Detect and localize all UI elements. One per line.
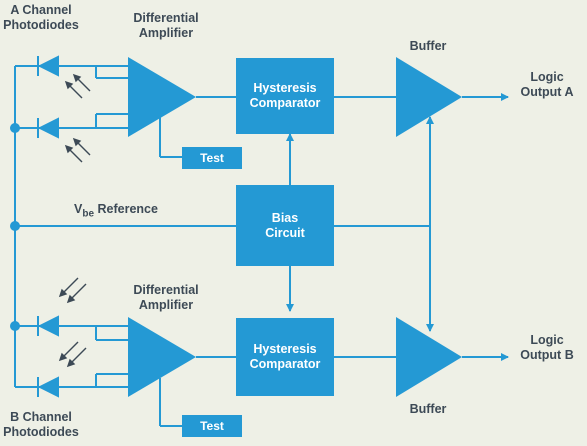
- photodiode-a1: [37, 55, 59, 77]
- buffer-top-triangle: [396, 57, 462, 137]
- hyst-bottom-line1: Hysteresis: [253, 342, 317, 356]
- hyst-top-line2: Comparator: [249, 96, 321, 110]
- junction-dot: [10, 321, 20, 331]
- diff-amp-top-line2: Amplifier: [138, 26, 194, 40]
- b-channel-label: B Channel Photodiodes: [0, 410, 82, 440]
- photodiode-a2: [37, 117, 59, 139]
- hysteresis-comparator-top-box: Hysteresis Comparator: [236, 58, 334, 134]
- logic-a-line1: Logic: [530, 70, 564, 84]
- hyst-bottom-line2: Comparator: [249, 357, 321, 371]
- logic-b-line2: Output B: [520, 348, 574, 362]
- a-channel-line2: Photodiodes: [3, 18, 79, 32]
- light-arrows-a2: [64, 137, 91, 163]
- photodiode-b1: [37, 315, 59, 337]
- logic-a-line2: Output A: [520, 85, 574, 99]
- junction-dot: [10, 221, 20, 231]
- light-arrows-a1: [64, 73, 91, 99]
- hyst-top-line1: Hysteresis: [253, 81, 317, 95]
- light-arrows-b2: [58, 341, 87, 368]
- diff-amp-top-line1: Differential: [133, 11, 199, 25]
- buffer-bottom-triangle: [396, 317, 462, 397]
- bias-line1: Bias: [271, 210, 299, 225]
- test-top-box: Test: [182, 147, 242, 169]
- diff-amp-bottom-line1: Differential: [133, 283, 199, 297]
- diff-amp-top-triangle: [128, 57, 196, 137]
- b-channel-line1: B Channel: [10, 410, 72, 424]
- photodiode-b2: [37, 376, 59, 398]
- bias-circuit-box: Bias Circuit: [236, 185, 334, 266]
- buffer-top-label: Buffer: [409, 39, 447, 53]
- a-channel-line1: A Channel: [10, 3, 72, 17]
- diff-amp-bottom-label: Differential Amplifier: [118, 283, 214, 313]
- logic-b-line1: Logic: [530, 333, 564, 347]
- vbe-main: V: [74, 202, 83, 216]
- junction-dot: [10, 123, 20, 133]
- bias-line2: Circuit: [265, 225, 305, 240]
- vbe-sub: be: [82, 208, 95, 220]
- diff-amp-bottom-line2: Amplifier: [138, 298, 194, 312]
- vbe-reference-label: Vbe Reference: [74, 202, 158, 222]
- b-channel-line2: Photodiodes: [3, 425, 79, 439]
- diff-amp-top-label: Differential Amplifier: [118, 11, 214, 41]
- logic-output-a-label: Logic Output A: [512, 70, 582, 100]
- light-arrows-b1: [58, 277, 87, 304]
- logic-output-b-label: Logic Output B: [512, 333, 582, 363]
- test-bottom-box: Test: [182, 415, 242, 437]
- vbe-rest: Reference: [94, 202, 158, 216]
- hysteresis-comparator-bottom-box: Hysteresis Comparator: [236, 318, 334, 396]
- a-channel-label: A Channel Photodiodes: [0, 3, 82, 33]
- buffer-bottom-label: Buffer: [409, 402, 447, 416]
- diff-amp-bottom-triangle: [128, 317, 196, 397]
